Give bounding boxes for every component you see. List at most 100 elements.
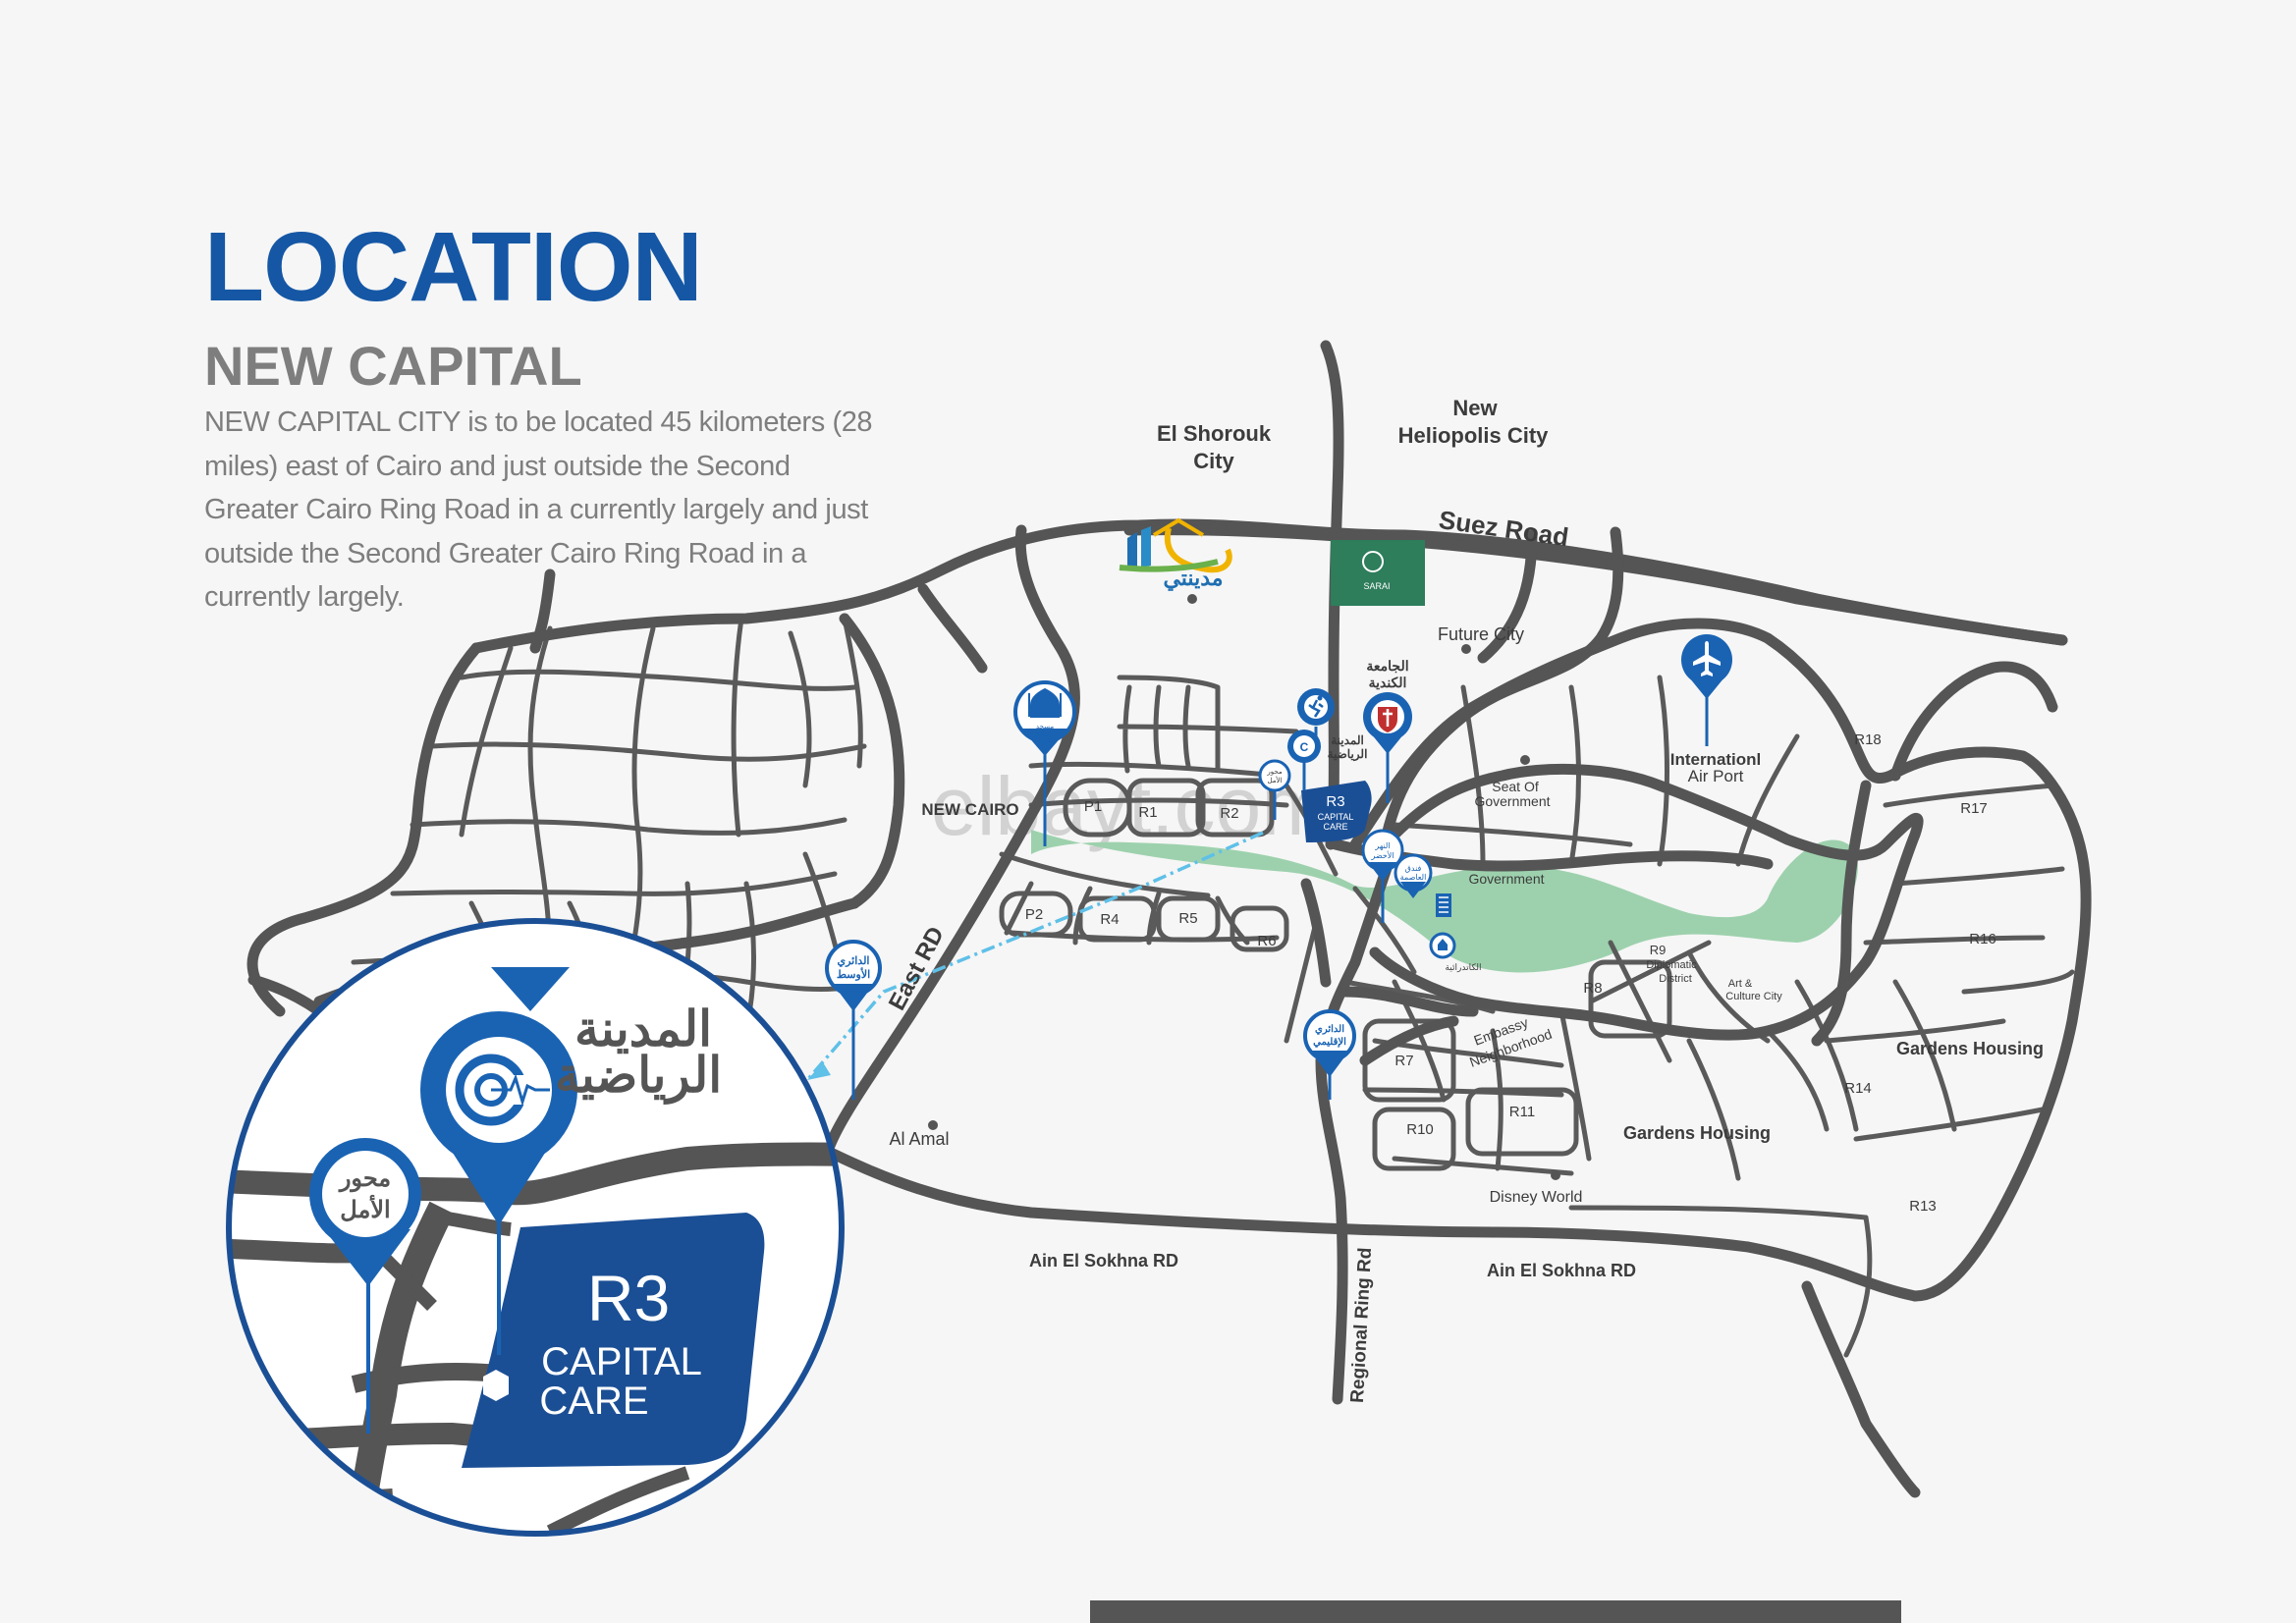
district-labels: P1 R1 R2 P2 R4 R5 R6 R7 R8 R10 R11 R13 R… [1025, 731, 1996, 1215]
marker-regional-ring[interactable]: الدائري الإقليمي [1303, 1009, 1356, 1100]
mosque-icon [1028, 687, 1062, 718]
marker-mehwar-1: محور [1266, 769, 1283, 776]
running-icon [1308, 699, 1324, 718]
label-al-amal: Al Amal [889, 1129, 949, 1149]
inset-sports-city-1: المدينة [574, 1001, 712, 1056]
marker-middle-ring[interactable]: الدائري الأوسط [825, 940, 882, 1100]
label-seat-of-gov-1: Seat Of [1492, 779, 1539, 794]
label-future-city: Future City [1438, 624, 1524, 644]
marker-mehwar[interactable]: محور الأمل [1258, 759, 1291, 820]
inset-r3-sublabel-1: CAPITAL [541, 1340, 702, 1383]
district-r4: R4 [1100, 911, 1119, 928]
district-r16: R16 [1969, 931, 1996, 947]
marker-regional-ring-2: الإقليمي [1313, 1037, 1346, 1048]
district-r11: R11 [1509, 1104, 1535, 1120]
marker-university[interactable] [1363, 692, 1412, 803]
zoom-connector [805, 831, 1264, 1082]
district-r5: R5 [1178, 910, 1197, 927]
inset-sports-city-2: الرياضية [555, 1048, 722, 1105]
label-gardens-housing-1: Gardens Housing [1896, 1039, 2044, 1058]
label-regional-ring: Regional Ring Rd [1347, 1247, 1376, 1403]
district-r7: R7 [1394, 1053, 1413, 1069]
district-r6: R6 [1257, 933, 1276, 949]
district-r17: R17 [1960, 800, 1988, 817]
marker-green-river[interactable]: النهر الأخضر [1361, 829, 1404, 923]
label-el-shorouk-1: El Shorouk [1157, 421, 1272, 446]
label-ain-sokhna-1: Ain El Sokhna RD [1029, 1251, 1178, 1271]
label-ain-sokhna-2: Ain El Sokhna RD [1487, 1261, 1636, 1280]
sarai-logo: SARAI [1331, 540, 1425, 606]
inset-r3-block [462, 1213, 765, 1468]
label-airport-1: Internationl [1670, 750, 1762, 769]
marker-mehwar-2: الأمل [1268, 775, 1283, 784]
place-dots [928, 594, 1560, 1180]
marker-capital-hotel-2: العاصمة [1400, 873, 1427, 882]
marker-green-river-2: الأخضر [1370, 850, 1394, 860]
label-disney-world: Disney World [1490, 1189, 1583, 1206]
page-subtitle: NEW CAPITAL [204, 335, 582, 397]
marker-green-river-1: النهر [1374, 841, 1390, 850]
marker-capital-hotel-1: فندق [1405, 864, 1422, 873]
page-title: LOCATION [204, 212, 703, 322]
zoom-inset[interactable]: المدينة الرياضية محور الأمل R3 CAPITAL C… [147, 918, 864, 1571]
sports-city-logo-icon: C [1300, 740, 1309, 754]
label-airport-2: Air Port [1688, 767, 1744, 785]
r3-sublabel-1: CAPITAL [1318, 812, 1354, 822]
label-seat-of-gov-2: Government [1474, 793, 1550, 809]
district-p1: P1 [1084, 798, 1102, 815]
label-al-gamaa-2: الكندية [1369, 675, 1407, 690]
madinaty-logo-text: مدينتي [1163, 566, 1223, 591]
marker-cathedral[interactable]: الكاتدرائية [1429, 932, 1482, 973]
marker-cathedral-label: الكاتدرائية [1445, 962, 1481, 973]
r3-label: R3 [1326, 793, 1344, 810]
inset-r3-label: R3 [587, 1262, 670, 1334]
marker-capital-hotel[interactable]: فندق العاصمة [1394, 853, 1433, 898]
inset-mehwar-1: محور [338, 1165, 391, 1193]
marker-middle-ring-1: الدائري [838, 955, 870, 968]
inset-r3-sublabel-2: CARE [539, 1380, 648, 1423]
inset-mehwar-2: الأمل [340, 1193, 390, 1223]
inset-marker-sports-city[interactable]: المدينة الرياضية [420, 967, 722, 1355]
sarai-logo-text: SARAI [1363, 581, 1390, 591]
inset-sports-city-logo-icon [455, 1054, 550, 1126]
northern-arterial [470, 518, 2068, 654]
marker-running[interactable] [1297, 688, 1335, 756]
r3-sublabel-2: CARE [1323, 822, 1347, 832]
marker-mosque-3: العليم [1038, 737, 1053, 744]
suez-road [1123, 524, 2068, 646]
label-r9: R9 [1650, 943, 1667, 957]
marker-regional-ring-1: الدائري [1315, 1024, 1344, 1035]
label-new-heliopolis-1: New [1452, 396, 1498, 420]
ain-sokhna-rd-south [1801, 1280, 1921, 1498]
inset-marker-mehwar[interactable]: محور الأمل [309, 1138, 421, 1434]
district-r18: R18 [1854, 731, 1882, 748]
marker-sports-city-1: المدينة [1331, 733, 1364, 747]
label-art-culture-1: Art & [1728, 978, 1753, 990]
label-art-culture-2: Culture City [1725, 991, 1782, 1002]
marker-airport[interactable] [1681, 634, 1732, 746]
district-r13: R13 [1909, 1198, 1937, 1215]
district-r8: R8 [1583, 980, 1602, 997]
marker-sports-city[interactable]: C المدينة الرياضية [1287, 730, 1367, 790]
district-blocks [999, 778, 1672, 1171]
marker-mosque[interactable]: مسجد الفتاح العليم [1013, 680, 1076, 846]
airplane-icon [1693, 641, 1721, 676]
label-el-shorouk-2: City [1193, 449, 1234, 473]
church-icon [1438, 939, 1448, 950]
district-r10: R10 [1406, 1121, 1434, 1138]
ain-sokhna-rd [827, 1148, 1921, 1302]
label-district: District [1659, 973, 1692, 985]
label-government: Government [1468, 871, 1544, 887]
madinaty-logo: مدينتي [1119, 517, 1232, 591]
label-new-cairo: NEW CAIRO [921, 800, 1018, 819]
marker-middle-ring-2: الأوسط [837, 967, 870, 981]
inset-location-icon [483, 1370, 509, 1401]
marker-mosque-1: مسجد [1036, 724, 1054, 730]
label-al-gamaa-1: الجامعة [1366, 658, 1408, 674]
marker-mosque-2: الفتاح [1037, 730, 1053, 738]
location-description: NEW CAPITAL CITY is to be located 45 kil… [204, 406, 873, 613]
r3-capital-care-block[interactable]: R3 CAPITAL CARE [1301, 781, 1372, 842]
district-p2: P2 [1025, 906, 1043, 923]
east-rd [821, 524, 1080, 1160]
